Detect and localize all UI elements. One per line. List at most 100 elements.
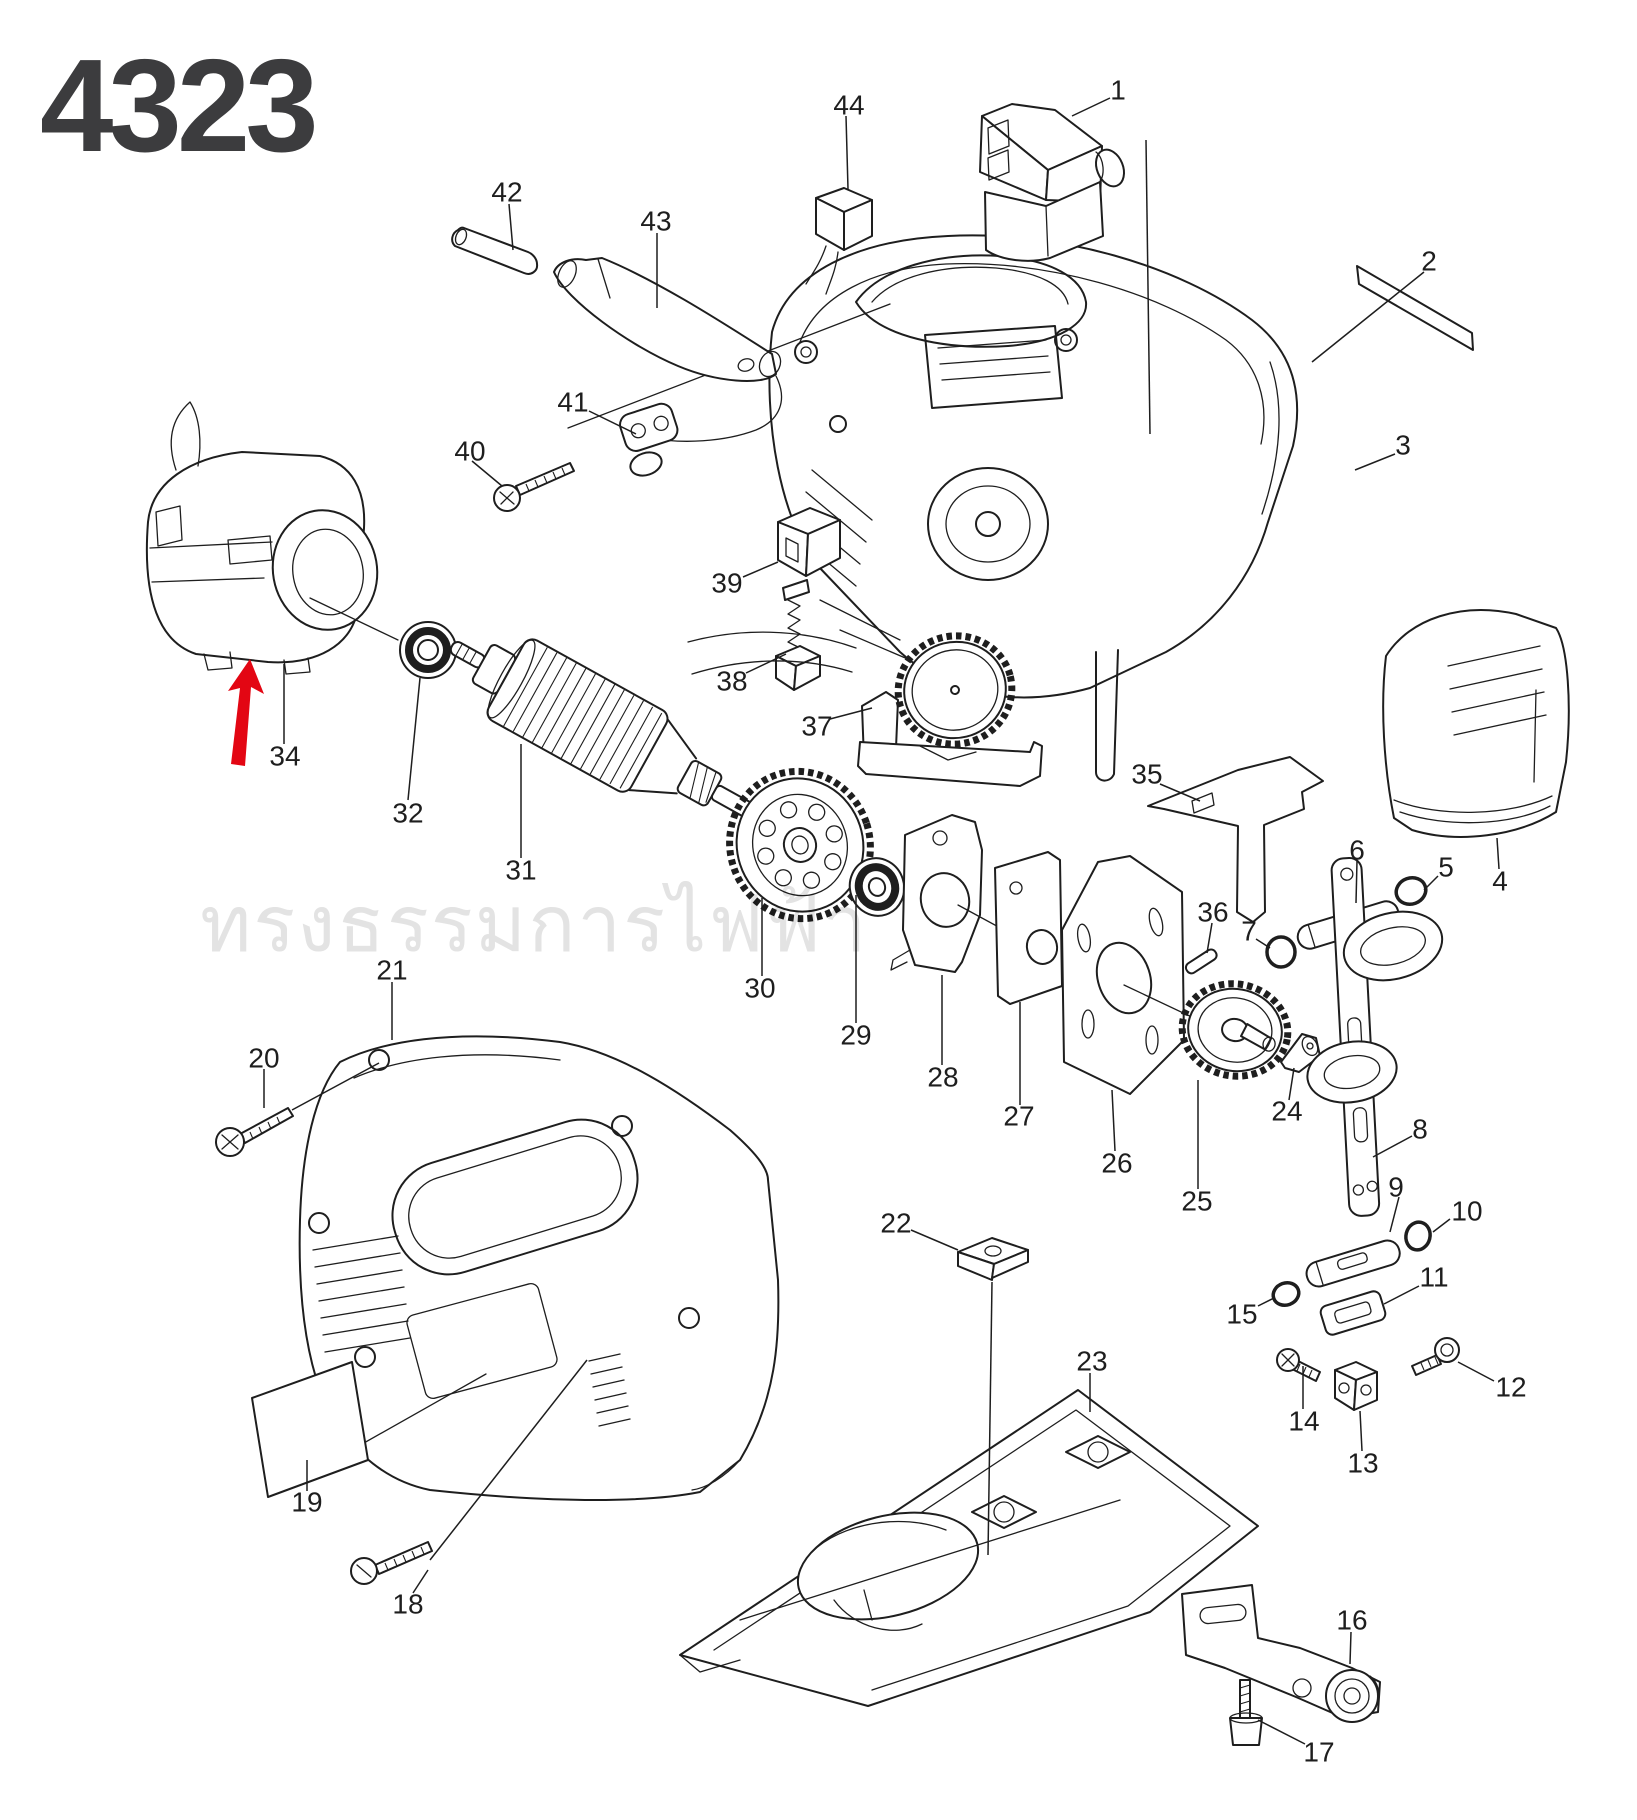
callout-10: 10 [1451, 1196, 1482, 1227]
callout-13: 13 [1347, 1448, 1378, 1479]
leader-line-41 [588, 410, 637, 435]
callout-16: 16 [1336, 1605, 1367, 1636]
part-ball-bearing-32 [399, 621, 457, 679]
callout-20: 20 [248, 1043, 279, 1074]
callout-6: 6 [1349, 835, 1365, 866]
callout-17: 17 [1303, 1737, 1334, 1768]
part-slider-9 [1305, 1239, 1401, 1288]
callout-21: 21 [376, 955, 407, 986]
part-cord-guard [553, 257, 783, 442]
leader-line-39 [742, 561, 779, 578]
callout-11: 11 [1419, 1262, 1448, 1293]
leader-line-17 [1257, 1719, 1306, 1745]
leader-line-3 [1354, 453, 1396, 471]
callout-42: 42 [491, 177, 522, 208]
leader-line-10 [1432, 1218, 1451, 1233]
part-plate-27 [994, 851, 1063, 1005]
leader-line-44 [845, 115, 849, 190]
callout-40: 40 [454, 436, 485, 467]
callout-35: 35 [1131, 759, 1162, 790]
part-o-ring-7 [1265, 935, 1297, 969]
callout-2: 2 [1421, 246, 1437, 277]
callout-18: 18 [392, 1589, 423, 1620]
leader-line-26 [1111, 1089, 1116, 1152]
part-screw-20 [215, 1107, 294, 1157]
leader-line-1 [1071, 97, 1111, 117]
callout-24: 24 [1271, 1096, 1302, 1127]
leader-line-6 [1355, 860, 1358, 904]
part-base [679, 1389, 1259, 1707]
part-switch [979, 103, 1125, 262]
part-bearing-plate [1061, 855, 1216, 1095]
leader-line-18 [429, 1359, 588, 1561]
leader-line-22 [910, 1229, 959, 1251]
callout-layer: 1234567891011121314151617181920212223242… [248, 75, 1526, 1768]
leader-line-7 [1255, 938, 1271, 949]
part-crank-gear [1178, 980, 1292, 1080]
part-roller-holder [1181, 1584, 1381, 1723]
callout-37: 37 [801, 711, 832, 742]
leader-line-9 [1389, 1196, 1400, 1233]
part-gear-30 [726, 767, 874, 923]
callout-23: 23 [1076, 1346, 1107, 1377]
part-field [145, 401, 399, 675]
callout-41: 41 [557, 387, 588, 418]
leader-line-11 [1383, 1285, 1420, 1305]
leader-line-1 [1145, 139, 1151, 435]
callout-15: 15 [1226, 1299, 1257, 1330]
leader-line-22 [987, 1281, 993, 1556]
leader-line-20 [291, 1062, 380, 1111]
callout-39: 39 [711, 568, 742, 599]
leader-line-18 [412, 1569, 429, 1594]
callout-3: 3 [1395, 430, 1411, 461]
part-o-ring-15 [1271, 1280, 1301, 1308]
leader-line-37 [829, 707, 873, 720]
callout-43: 43 [640, 206, 671, 237]
part-controller [857, 632, 1043, 787]
callout-22: 22 [880, 1208, 911, 1239]
callout-1: 1 [1110, 75, 1126, 106]
part-retainer [1319, 1290, 1387, 1336]
part-o-ring-5 [1394, 876, 1428, 906]
part-blade-holder [1334, 1361, 1378, 1411]
leader-line-2 [1311, 271, 1425, 363]
leader-line-13 [1359, 1410, 1363, 1452]
leader-line-36 [1206, 922, 1213, 954]
callout-27: 27 [1003, 1101, 1034, 1132]
part-square-nut [957, 1237, 1029, 1281]
callout-25: 25 [1181, 1186, 1212, 1217]
leader-line-15 [1257, 1297, 1275, 1307]
callout-5: 5 [1438, 852, 1454, 883]
part-screw-40 [493, 462, 575, 512]
model-number: 4323 [40, 32, 319, 179]
watermark-text: ทรงธรรมการไฟฟ้า [200, 880, 869, 968]
callout-28: 28 [927, 1062, 958, 1093]
part-pin-42 [451, 226, 539, 275]
callout-14: 14 [1288, 1406, 1319, 1437]
callout-4: 4 [1492, 866, 1508, 897]
part-name-plate [1356, 265, 1474, 351]
callout-32: 32 [392, 798, 423, 829]
part-handle-housing [298, 1035, 780, 1501]
part-label-sticker [251, 1361, 369, 1498]
callout-12: 12 [1495, 1372, 1526, 1403]
leader-line-42 [508, 203, 514, 251]
part-screw-18 [350, 1541, 433, 1585]
part-pin-36 [1184, 948, 1218, 975]
callout-34: 34 [269, 741, 300, 772]
callout-9: 9 [1388, 1172, 1404, 1203]
callout-29: 29 [840, 1020, 871, 1051]
part-noise-suppressor [805, 187, 873, 295]
callout-19: 19 [291, 1487, 322, 1518]
part-screw-12 [1411, 1337, 1460, 1376]
callout-30: 30 [744, 973, 775, 1004]
leader-line-40 [471, 460, 503, 487]
leader-line-24 [1288, 1067, 1295, 1101]
callout-36: 36 [1197, 897, 1228, 928]
part-o-ring-10 [1404, 1220, 1432, 1252]
leader-line-5 [1423, 875, 1439, 891]
part-crank [890, 814, 1031, 973]
part-screw-17 [1229, 1679, 1263, 1746]
callout-26: 26 [1101, 1148, 1132, 1179]
